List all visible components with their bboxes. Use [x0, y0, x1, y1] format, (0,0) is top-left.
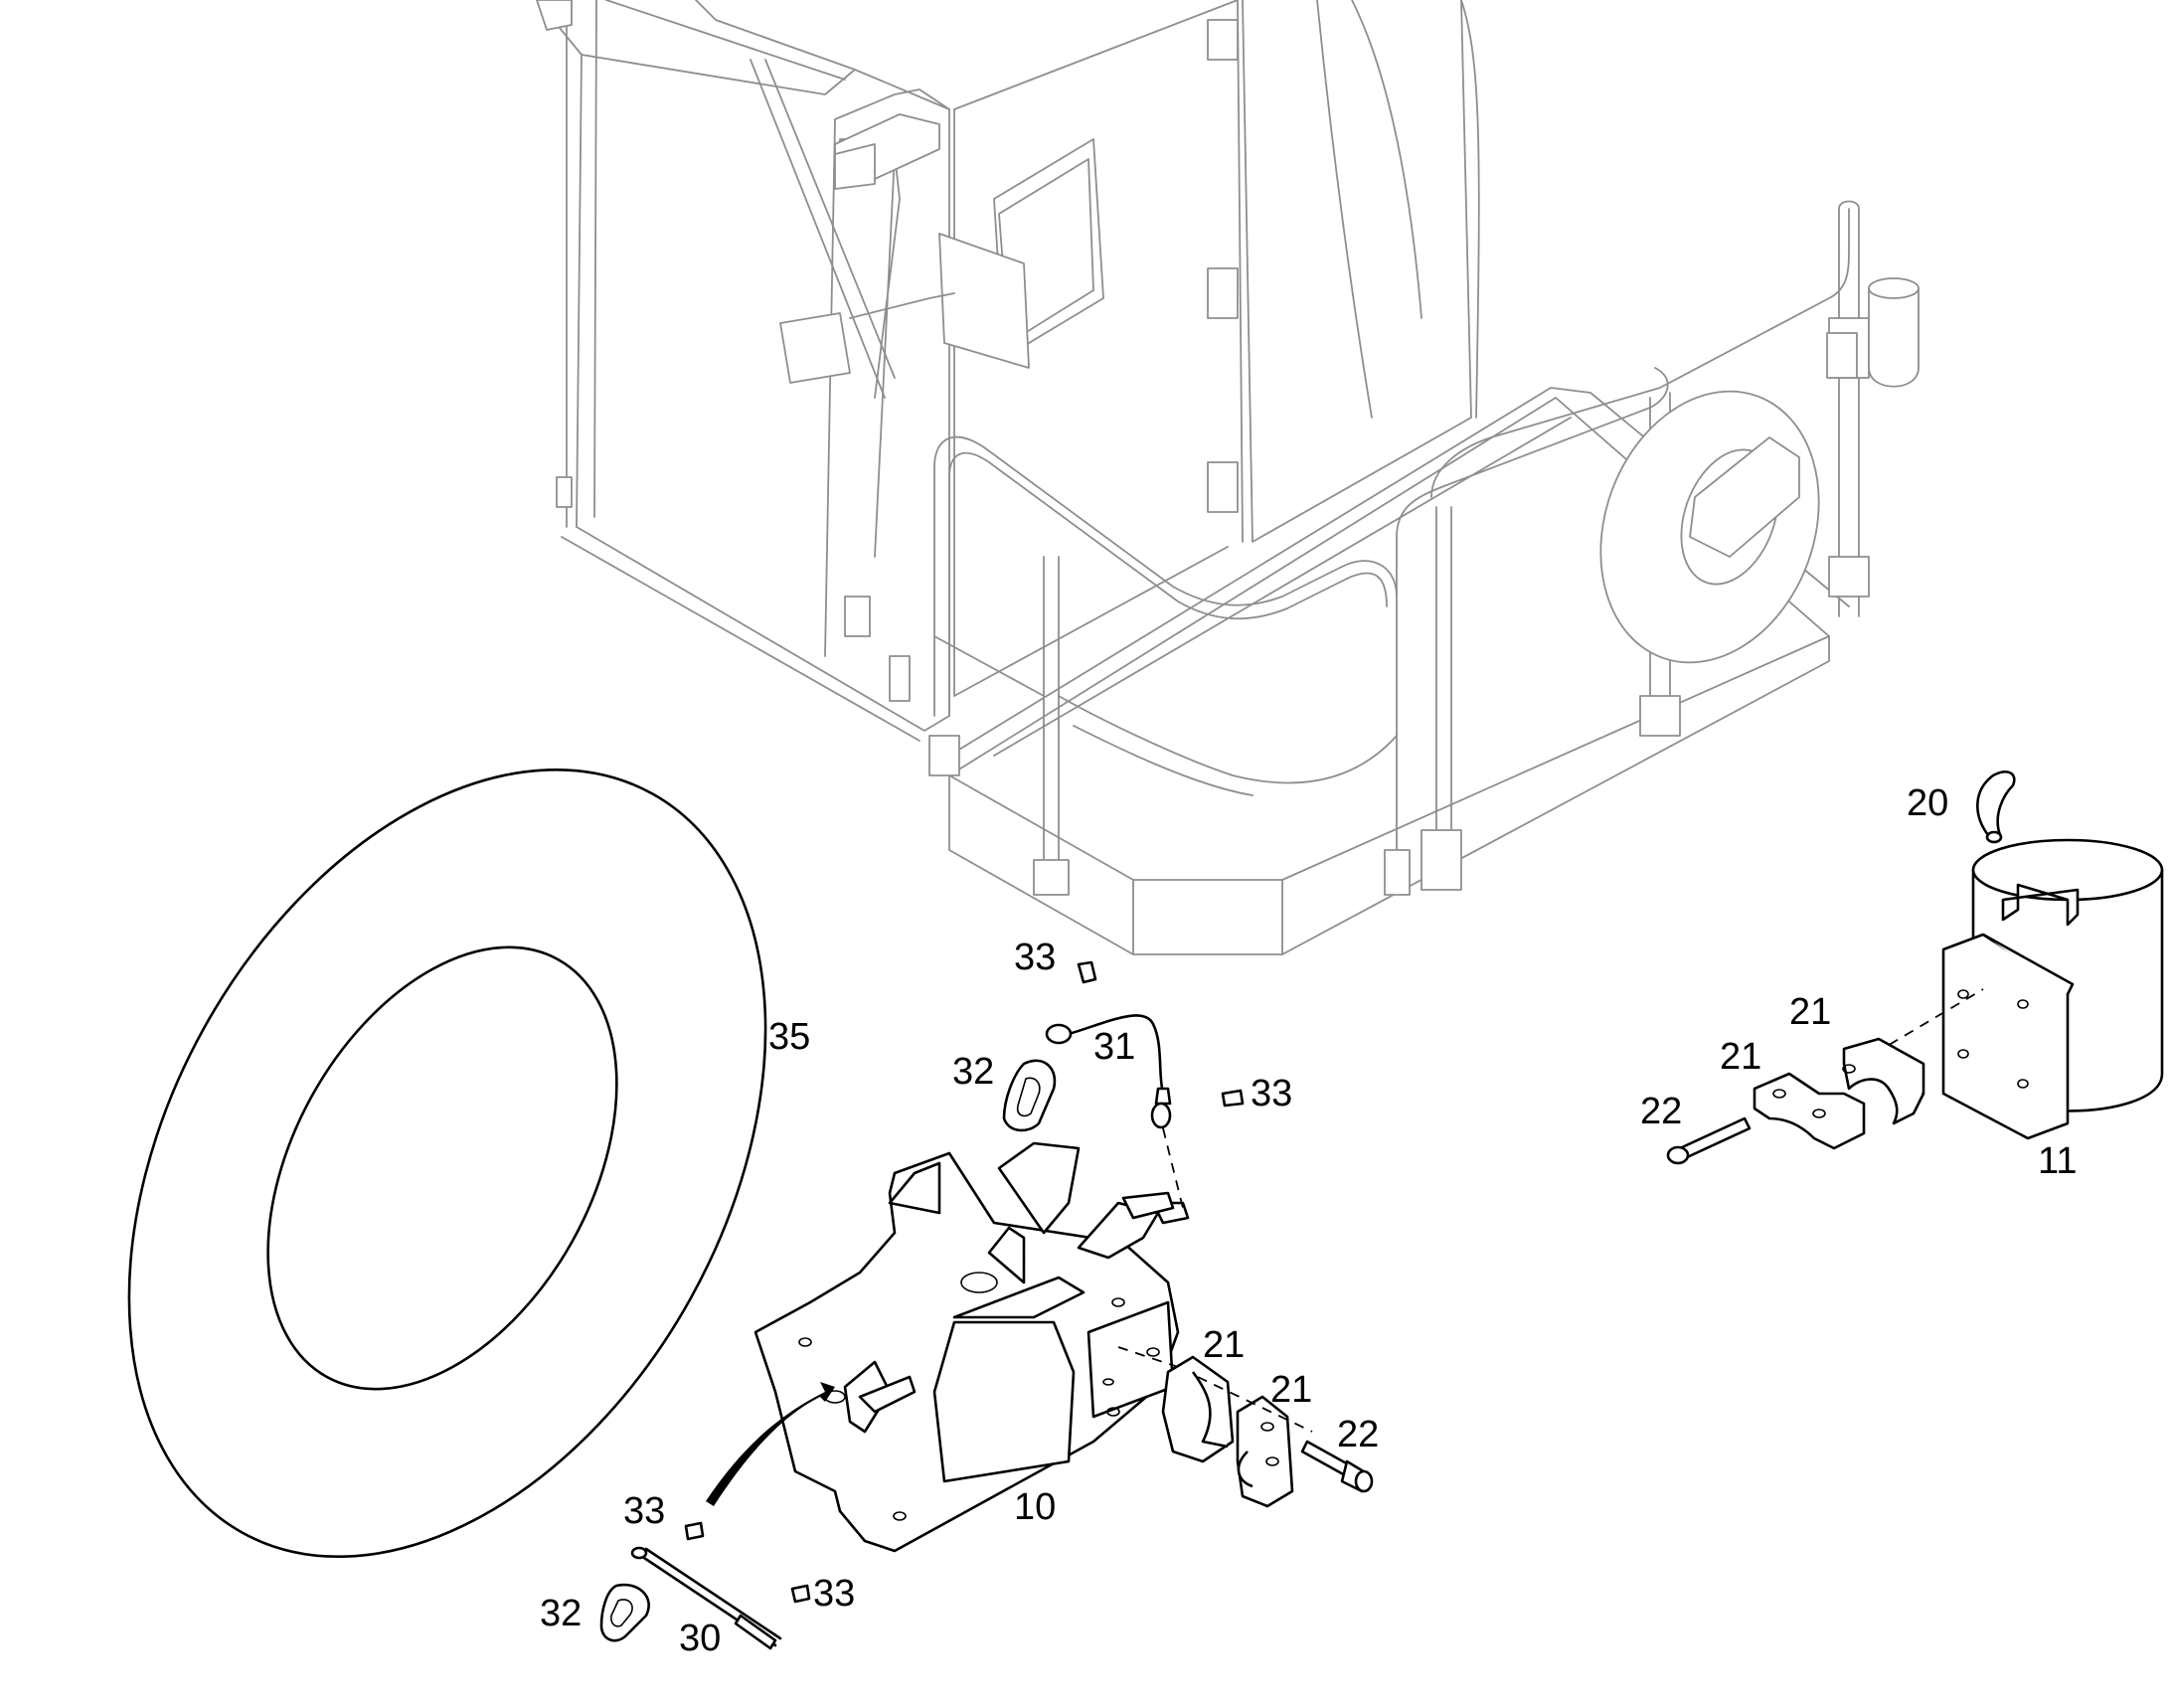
callout-10: 10 — [1014, 1486, 1056, 1528]
post-clamps — [928, 317, 1870, 896]
callout-21: 21 — [1789, 991, 1831, 1033]
part-20-hook — [1976, 770, 2016, 844]
part-11-canister-with-bracket — [1873, 838, 2164, 1140]
callout-22: 22 — [1337, 1414, 1379, 1455]
callout-21: 21 — [1720, 1036, 1761, 1078]
part-10-wheel-carrier-bracket — [706, 1141, 1194, 1553]
part-30-rod — [630, 1546, 782, 1650]
callout-22: 22 — [1640, 1091, 1682, 1132]
callout-33: 33 — [813, 1573, 855, 1615]
callout-11: 11 — [2038, 1140, 2077, 1182]
callout-21: 21 — [1203, 1324, 1245, 1366]
part-33-rings — [684, 960, 1245, 1604]
callout-33: 33 — [1014, 937, 1056, 978]
part-21-clamp-pair-upper — [1753, 1037, 1925, 1150]
part-32-clip-lower — [599, 1583, 650, 1642]
callout-33: 33 — [623, 1490, 665, 1532]
part-22-bolt-lower — [1300, 1440, 1374, 1493]
callout-labels: 20 33 35 31 32 33 21 21 22 11 21 21 22 1… — [540, 782, 2077, 1659]
machine-cab-and-platform — [536, 0, 1920, 955]
part-22-bolt-upper — [1666, 1116, 1752, 1165]
part-35-tyre — [127, 768, 767, 1559]
callout-31: 31 — [1093, 1026, 1135, 1068]
callout-21: 21 — [1270, 1369, 1312, 1411]
callout-32: 32 — [952, 1051, 994, 1093]
callout-35: 35 — [768, 1016, 810, 1058]
part-32-clip-upper — [1002, 1059, 1057, 1132]
callout-33: 33 — [1251, 1073, 1292, 1114]
part-31-cable — [1045, 1014, 1184, 1209]
callout-20: 20 — [1907, 782, 1948, 824]
part-21-clamp-pair-lower — [1161, 1355, 1313, 1508]
callout-32: 32 — [540, 1593, 582, 1634]
callout-30: 30 — [679, 1618, 721, 1659]
